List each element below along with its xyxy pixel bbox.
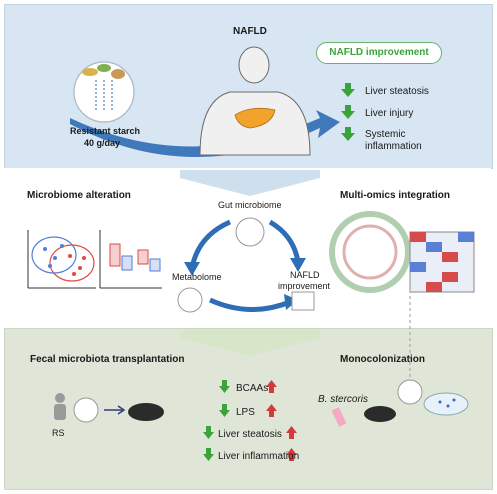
gut-microbiome-label: Gut microbiome: [218, 200, 282, 210]
cycle-arrow-right: [268, 219, 301, 263]
monocolonization-title: Monocolonization: [340, 354, 425, 365]
marker-down-arrows: [203, 380, 230, 461]
fmt-arrow: [104, 405, 126, 415]
metabolome-label: Metabolome: [172, 272, 222, 282]
top-title: NAFLD: [233, 26, 267, 37]
marker-steatosis: Liver steatosis: [218, 429, 282, 440]
liver-chart-icon: [291, 291, 315, 311]
section-chevron-2: [180, 330, 320, 356]
chart-icon: [397, 379, 423, 405]
person-icon: [54, 393, 66, 420]
microbiome-alteration-title: Microbiome alteration: [27, 190, 131, 201]
liver-icon: [234, 107, 276, 129]
fmt-title: Fecal microbiota transplantation: [30, 354, 185, 365]
petri-dish-icon: [423, 392, 469, 416]
improvement-badge: NAFLD improvement: [316, 42, 442, 64]
marker-bcaas: BCAAs: [236, 383, 269, 394]
outcome-systemic: Systemic: [365, 129, 406, 140]
patient-figure: [199, 46, 311, 156]
boxplot: [99, 230, 162, 289]
marker-lps: LPS: [236, 407, 255, 418]
bacteria-label: B. stercoris: [318, 394, 369, 405]
intervention-line1: Resistant starch: [70, 126, 141, 136]
section-chevron-1: [180, 170, 320, 196]
improvement-label: improvement: [278, 281, 331, 291]
mouse-icon-fmt: [128, 403, 164, 421]
cycle-arrow-left: [189, 219, 232, 269]
outcome-steatosis: Liver steatosis: [365, 86, 429, 97]
cycle-arrow-bottom: [208, 297, 291, 312]
mouse-icon-mono: [364, 406, 396, 422]
marker-inflammation: Liver inflammation: [218, 451, 300, 462]
marker-up-arrows: [266, 380, 297, 461]
nafld-label: NAFLD: [290, 270, 320, 280]
improvement-badge-label: NAFLD improvement: [329, 47, 429, 58]
heatmap: [409, 231, 475, 293]
rs-label: RS: [52, 428, 65, 438]
metabolome-icon: [177, 287, 203, 313]
multi-omics-title: Multi-omics integration: [340, 190, 450, 201]
outcome-inflammation: inflammation: [365, 141, 422, 152]
outcome-injury: Liver injury: [365, 108, 414, 119]
down-arrow-icons: [341, 83, 355, 141]
tube-icon: [331, 407, 347, 427]
intervention-line2: 40 g/day: [84, 138, 121, 148]
fecal-sample-icon: [73, 397, 99, 423]
gut-microbiome-icon: [235, 217, 265, 247]
pca-plot: [27, 230, 96, 289]
